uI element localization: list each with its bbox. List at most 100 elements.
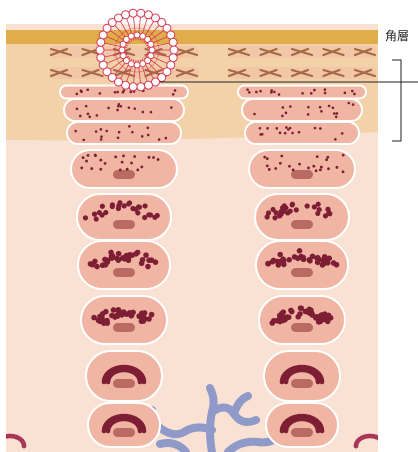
granule	[123, 254, 129, 260]
granule	[376, 436, 381, 441]
granule	[341, 132, 344, 135]
granule	[114, 91, 117, 94]
granule	[266, 210, 271, 215]
granule	[147, 127, 150, 130]
granule	[86, 88, 89, 91]
granule	[271, 318, 277, 324]
skin-cell	[81, 296, 167, 344]
surfactant-head	[96, 46, 104, 54]
skin-cell	[64, 99, 184, 121]
skin-cell	[242, 99, 362, 121]
granule	[315, 169, 318, 172]
granule	[320, 262, 326, 268]
granule	[138, 429, 143, 434]
granule	[115, 312, 121, 318]
granule	[153, 259, 159, 265]
granule	[288, 165, 291, 168]
granule	[275, 127, 278, 130]
skin-cell	[67, 122, 181, 144]
granule	[320, 380, 325, 385]
nucleus	[291, 428, 313, 437]
granule	[119, 169, 122, 172]
granule	[286, 314, 292, 320]
stratum-corneum-bracket	[392, 60, 401, 141]
granule	[116, 91, 119, 94]
granule	[116, 206, 121, 211]
surfactant-head	[148, 41, 154, 47]
granule	[292, 169, 295, 172]
granule	[281, 309, 287, 315]
granule	[313, 89, 316, 92]
granule	[85, 105, 88, 108]
skin-cell	[227, 67, 377, 79]
surfactant-head	[120, 53, 126, 59]
granule	[128, 125, 131, 128]
granule	[324, 88, 327, 91]
granule	[0, 437, 2, 442]
granule	[316, 155, 319, 158]
granule	[142, 380, 147, 385]
surfactant-head	[99, 61, 107, 69]
granule	[99, 159, 102, 162]
granule	[1, 435, 6, 440]
granule	[94, 154, 97, 157]
granule	[270, 207, 275, 212]
granule	[278, 93, 281, 96]
granule	[104, 320, 110, 326]
granule	[142, 310, 148, 316]
granule	[138, 380, 143, 385]
granule	[136, 168, 139, 171]
nucleus	[113, 170, 135, 179]
stratum-corneum-label: 角層	[385, 27, 409, 44]
granule	[328, 105, 331, 108]
nucleus	[291, 268, 313, 277]
skin-surface-band	[6, 30, 378, 44]
granule	[109, 313, 115, 319]
granule	[147, 134, 150, 137]
granule	[91, 315, 97, 321]
granule	[172, 93, 175, 96]
granule	[280, 205, 285, 210]
granule	[107, 107, 110, 110]
granule	[319, 169, 322, 172]
granule	[285, 210, 290, 215]
granule	[277, 252, 283, 258]
granule	[319, 127, 322, 130]
cell-body	[64, 99, 184, 121]
granule	[122, 203, 127, 208]
skin-cell	[71, 150, 177, 188]
granule	[123, 89, 126, 92]
granule	[140, 257, 146, 263]
granule	[266, 127, 269, 130]
granule	[152, 215, 157, 220]
granule	[292, 254, 298, 260]
granule	[133, 207, 138, 212]
granule	[317, 207, 322, 212]
granule	[270, 89, 273, 92]
nucleus	[113, 323, 135, 332]
granule	[298, 163, 301, 166]
surfactant-head	[144, 81, 152, 89]
granule	[131, 131, 134, 134]
granule	[90, 167, 93, 170]
granule	[133, 107, 136, 110]
granule	[316, 202, 321, 207]
nucleus	[113, 379, 135, 388]
granule	[306, 257, 312, 263]
granule	[275, 259, 281, 265]
granule	[336, 166, 339, 169]
granule	[285, 126, 288, 129]
granule	[334, 138, 337, 141]
surfactant-head	[134, 62, 140, 68]
granule	[279, 162, 282, 165]
granule	[327, 167, 330, 170]
granule	[146, 212, 151, 217]
granule	[274, 167, 277, 170]
granule	[291, 132, 294, 135]
granule	[300, 255, 306, 261]
granule	[305, 203, 310, 208]
granule	[342, 154, 345, 157]
granule	[100, 138, 103, 141]
granule	[297, 311, 303, 317]
granule	[255, 91, 258, 94]
